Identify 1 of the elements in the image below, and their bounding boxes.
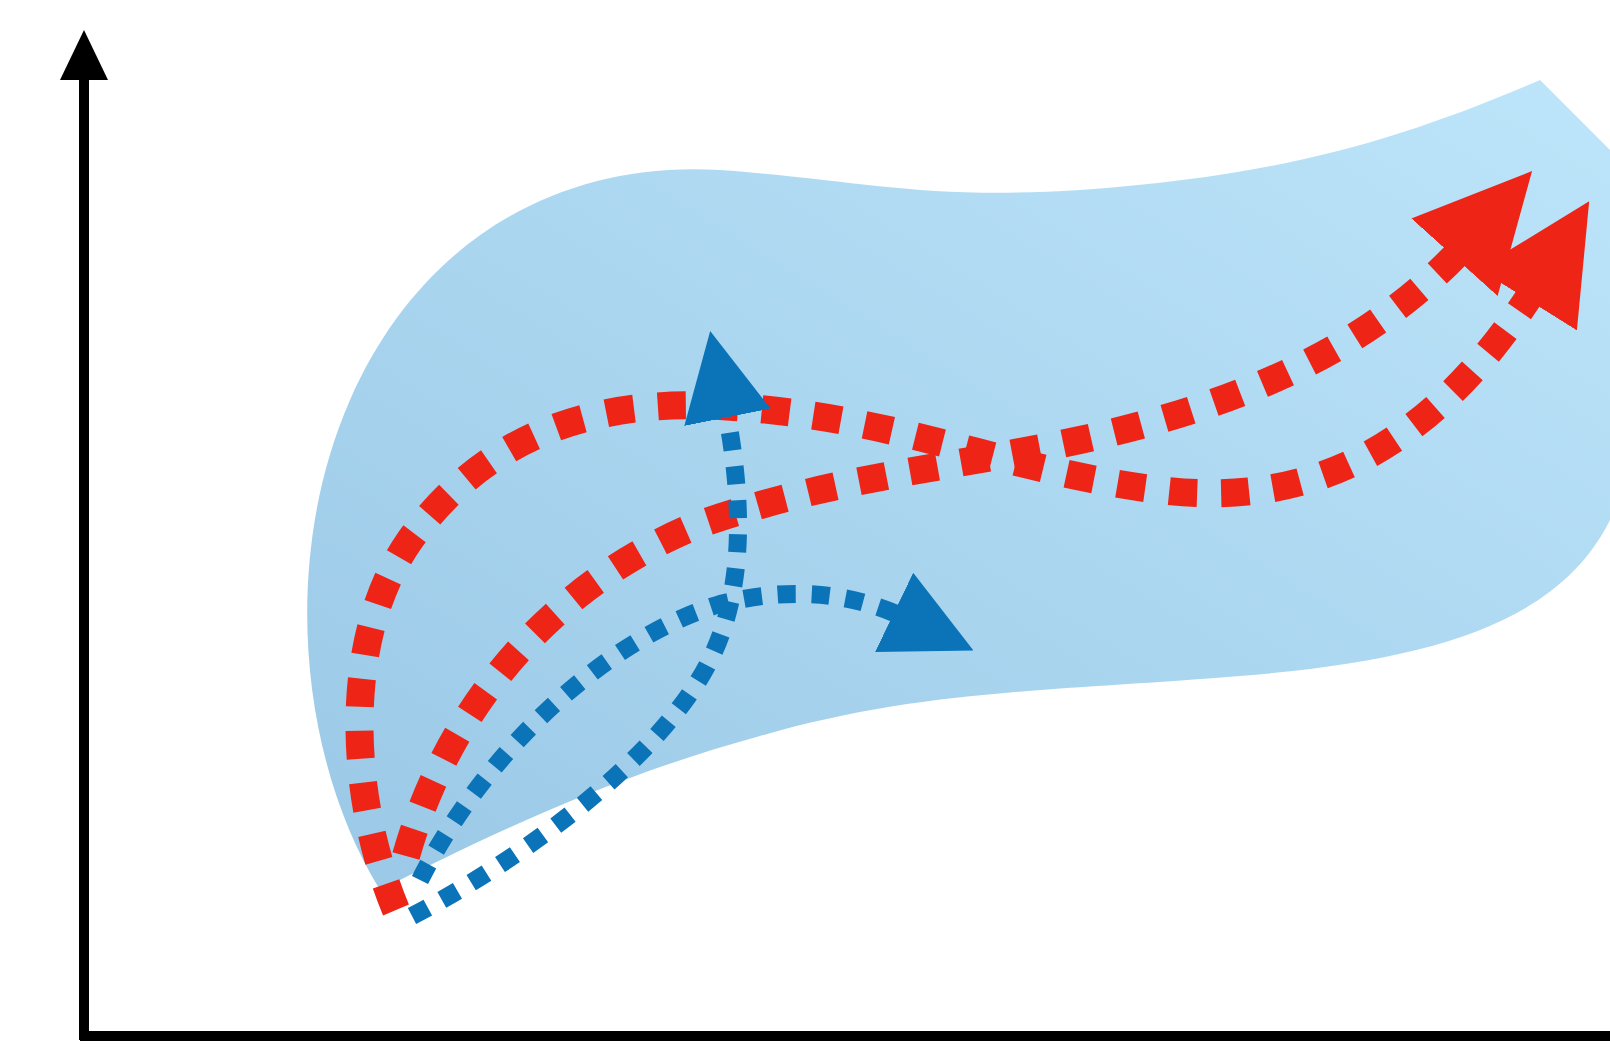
- blob-shape: [307, 80, 1610, 890]
